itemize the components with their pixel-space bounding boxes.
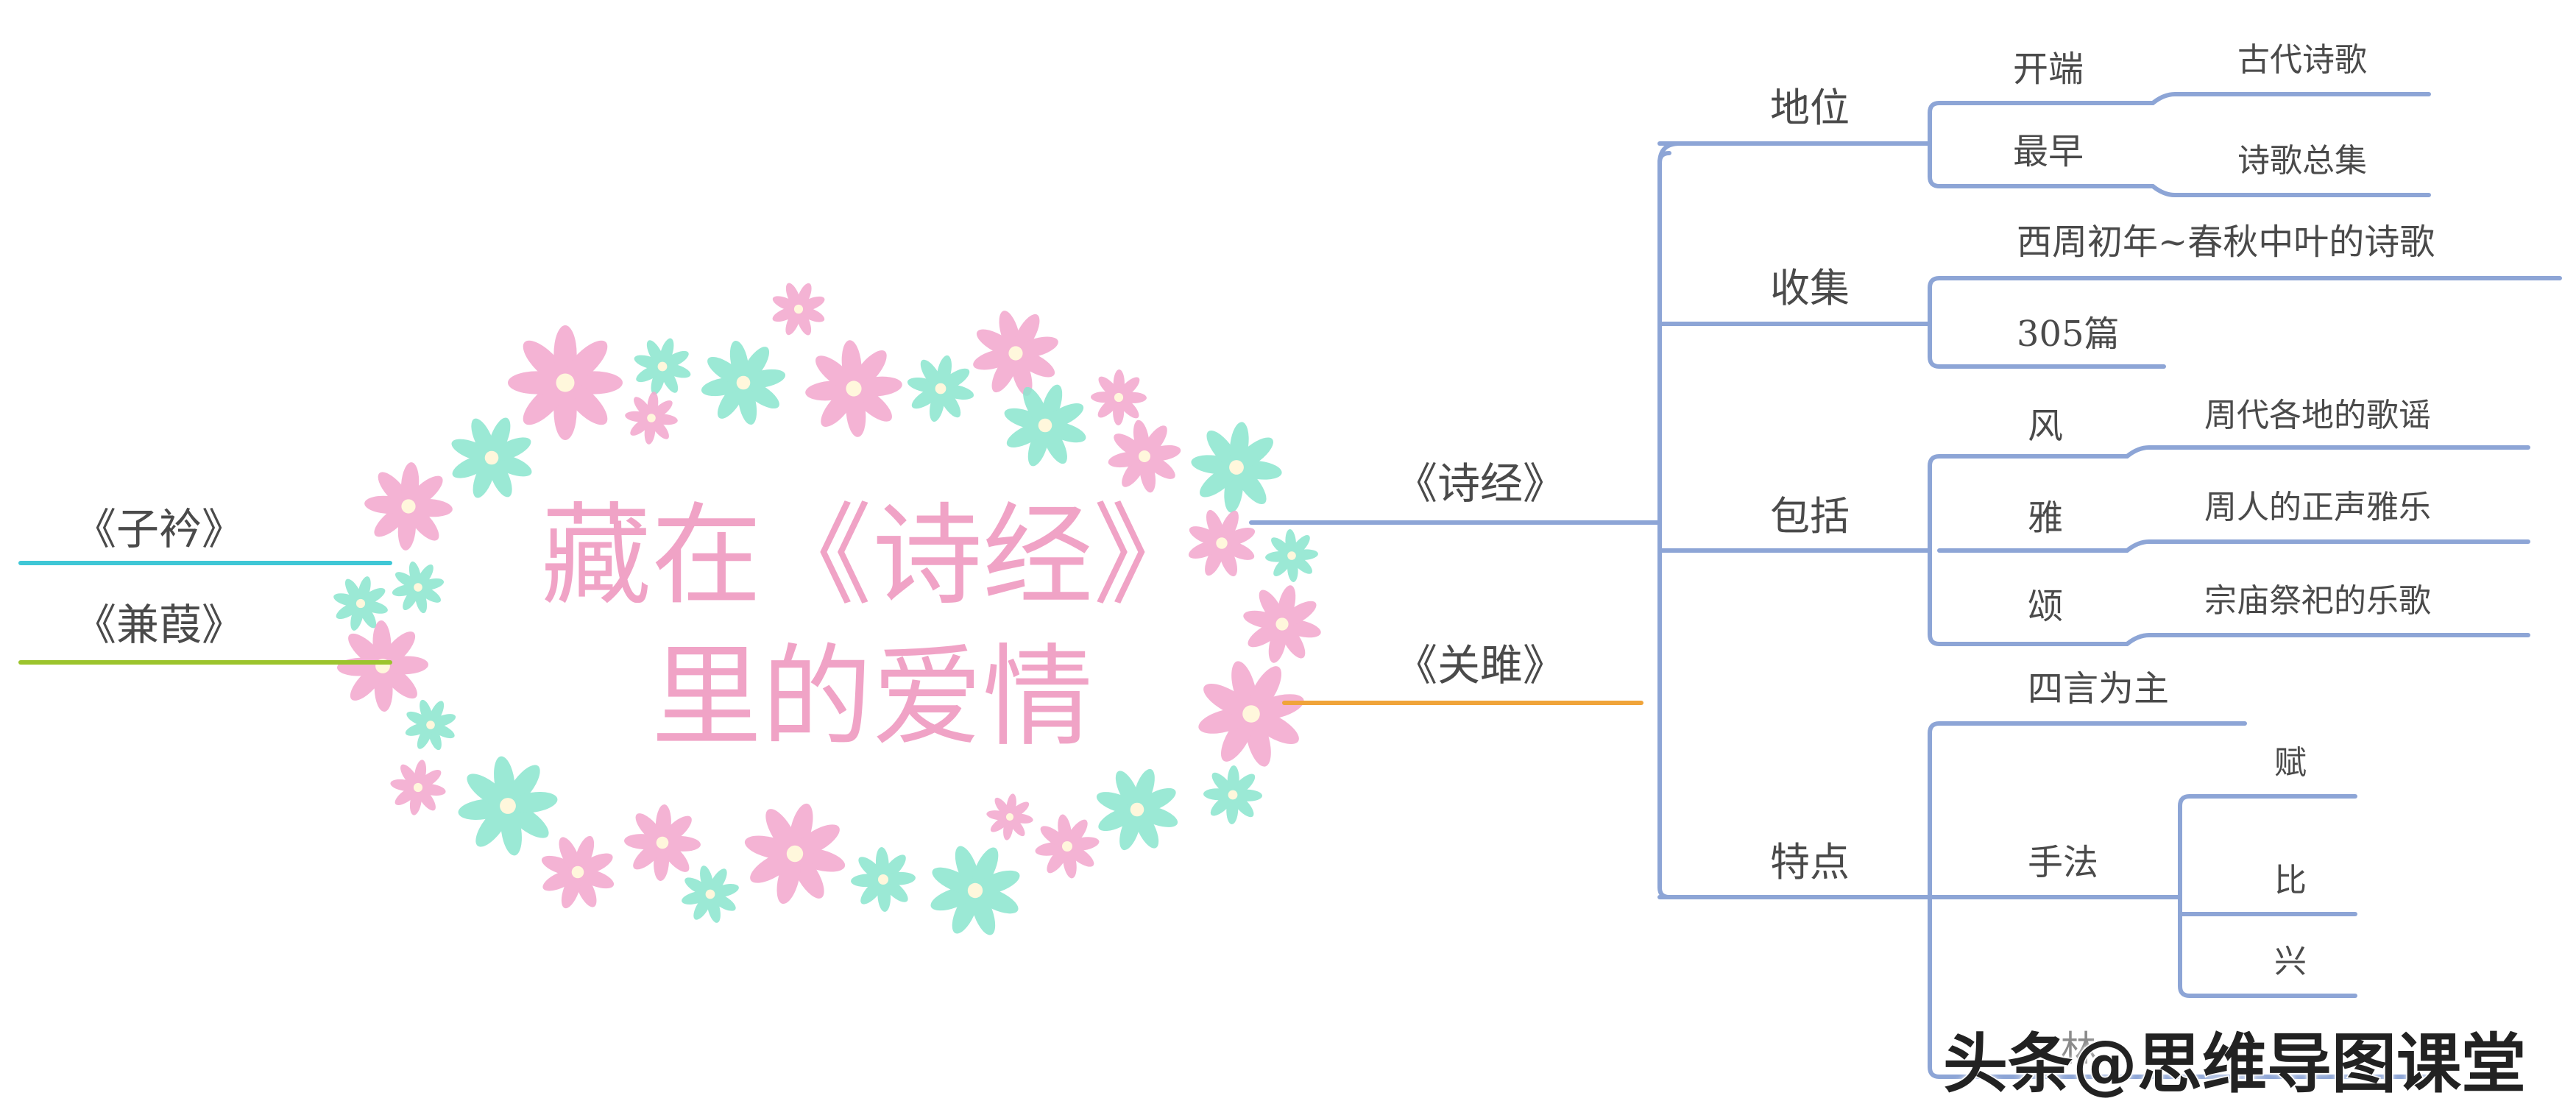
node-poetry-anthology[interactable]: 诗歌总集 <box>2237 142 2367 180</box>
flower-icon <box>1191 422 1282 513</box>
node-feng[interactable]: 风 <box>2028 406 2064 447</box>
node-partial-hidden[interactable]: 林 <box>2061 1028 2097 1069</box>
link-status-join <box>1657 141 1682 166</box>
node-technique[interactable]: 手法 <box>2028 842 2099 883</box>
flower-icon <box>1203 765 1262 824</box>
node-status[interactable]: 地位 <box>1770 85 1850 131</box>
flower-icon <box>405 699 456 751</box>
flower-icon <box>1035 814 1100 879</box>
node-collection[interactable]: 收集 <box>1770 265 1850 311</box>
bracket-features <box>1928 721 1942 1079</box>
flower-icon <box>337 620 428 712</box>
flower-icon <box>1265 529 1318 582</box>
watermark: 头条@思维导图课堂 <box>1942 1025 2527 1103</box>
node-305[interactable]: 305篇 <box>2017 314 2120 355</box>
node-xing[interactable]: 兴 <box>2274 943 2307 980</box>
central-topic-line1: 藏在《诗经》 <box>540 492 1203 620</box>
flower-icon <box>1188 509 1256 577</box>
node-kaiduan[interactable]: 开端 <box>2013 49 2084 90</box>
branch-shijing[interactable]: 《诗经》 <box>1395 459 1566 509</box>
node-ancient-poetry[interactable]: 古代诗歌 <box>2237 41 2367 79</box>
branch-zijin[interactable]: 《子衿》 <box>74 504 245 554</box>
node-period[interactable]: 西周初年~春秋中叶的诗歌 <box>2017 222 2435 263</box>
flower-icon <box>907 355 974 422</box>
node-ya[interactable]: 雅 <box>2028 498 2064 539</box>
node-song-detail[interactable]: 宗庙祭祀的乐歌 <box>2204 582 2431 620</box>
flower-icon <box>625 392 678 445</box>
node-ya-detail[interactable]: 周人的正声雅乐 <box>2204 489 2431 526</box>
central-topic[interactable]: 藏在《诗经》 里的爱情 <box>412 486 1332 768</box>
flower-icon <box>624 804 701 881</box>
branch-guanju[interactable]: 《关雎》 <box>1395 640 1566 690</box>
node-features[interactable]: 特点 <box>1770 839 1850 885</box>
node-includes[interactable]: 包括 <box>1770 493 1850 539</box>
flower-icon <box>1108 420 1181 493</box>
flower-icon <box>851 847 916 912</box>
flower-icon <box>930 846 1020 935</box>
flower-icon <box>451 417 532 498</box>
flower-wreath <box>333 283 1321 935</box>
flower-icon <box>392 561 445 614</box>
flower-icon <box>986 793 1033 840</box>
flower-icon <box>973 311 1058 396</box>
flower-icon <box>364 462 453 551</box>
flower-icon <box>744 803 846 905</box>
trunk-shijing <box>1657 151 1671 899</box>
flower-icon <box>458 756 558 856</box>
node-feng-detail[interactable]: 周代各地的歌谣 <box>2204 397 2431 434</box>
flower-icon <box>682 866 739 923</box>
node-fu[interactable]: 赋 <box>2274 744 2307 782</box>
flower-icon <box>508 325 623 440</box>
branch-links <box>18 92 2562 1079</box>
flower-icon <box>1096 768 1178 851</box>
flower-icon <box>634 338 691 395</box>
flower-icon <box>772 283 825 336</box>
node-four-char[interactable]: 四言为主 <box>2028 668 2170 709</box>
flower-icon <box>1091 369 1147 425</box>
flower-icon <box>1198 661 1304 767</box>
node-zuizao[interactable]: 最早 <box>2013 131 2084 172</box>
flower-icon <box>333 576 388 631</box>
flower-icon <box>541 835 615 909</box>
flower-icon <box>390 760 446 815</box>
flower-icon <box>1004 384 1086 467</box>
flower-icon <box>805 340 902 437</box>
node-bi[interactable]: 比 <box>2274 862 2307 899</box>
flower-icon <box>701 340 786 425</box>
central-topic-line2: 里的爱情 <box>651 634 1093 762</box>
branch-jianjia[interactable]: 《兼葭》 <box>74 600 245 650</box>
node-song[interactable]: 颂 <box>2028 586 2064 627</box>
flower-icon <box>1243 585 1321 663</box>
